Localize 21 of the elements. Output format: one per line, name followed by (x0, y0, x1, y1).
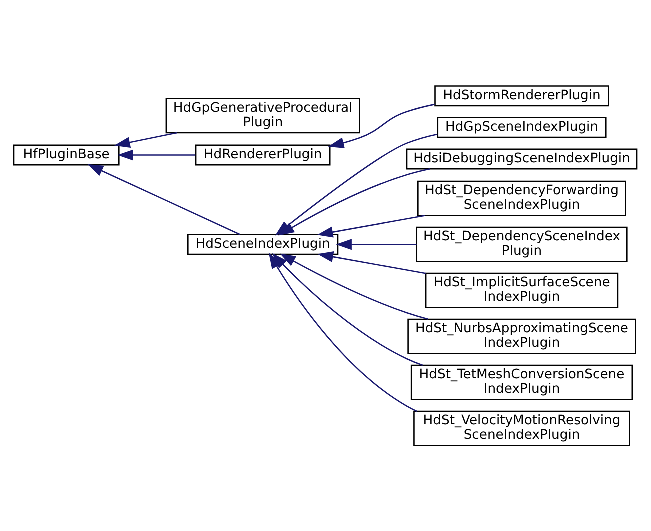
node-box: HdGpSceneIndexPlugin (437, 116, 607, 138)
node-box: HdsiDebuggingSceneIndexPlugin (406, 148, 638, 170)
arrow (336, 238, 417, 250)
arrow (114, 132, 178, 148)
node-box: HfPluginBase (13, 144, 120, 166)
node-box: HdStormRendererPlugin (434, 85, 610, 106)
arrow (88, 164, 241, 235)
arrow (317, 214, 426, 238)
arrow (318, 251, 426, 274)
node-box: HdSt_DependencyForwarding SceneIndexPlugin (418, 180, 626, 216)
node-box: HdRendererPlugin (195, 144, 331, 166)
node-box: HdSt_VelocityMotionResolving SceneIndexPlugin (414, 410, 630, 446)
arrow (280, 253, 429, 320)
node-box: HdSt_TetMeshConversionScene IndexPlugin (410, 364, 634, 400)
arrow (118, 149, 196, 160)
node-box: HdGpGenerativeProcedural Plugin (166, 98, 360, 134)
node-box: HdSt_DependencySceneIndex Plugin (416, 226, 628, 262)
node-box: HdSt_ImplicitSurfaceScene IndexPlugin (425, 272, 619, 308)
node-box: HdSt_NurbsApproximatingScene IndexPlugin (408, 318, 636, 354)
node-box: HdSceneIndexPlugin (187, 234, 339, 255)
arrow (328, 103, 435, 148)
